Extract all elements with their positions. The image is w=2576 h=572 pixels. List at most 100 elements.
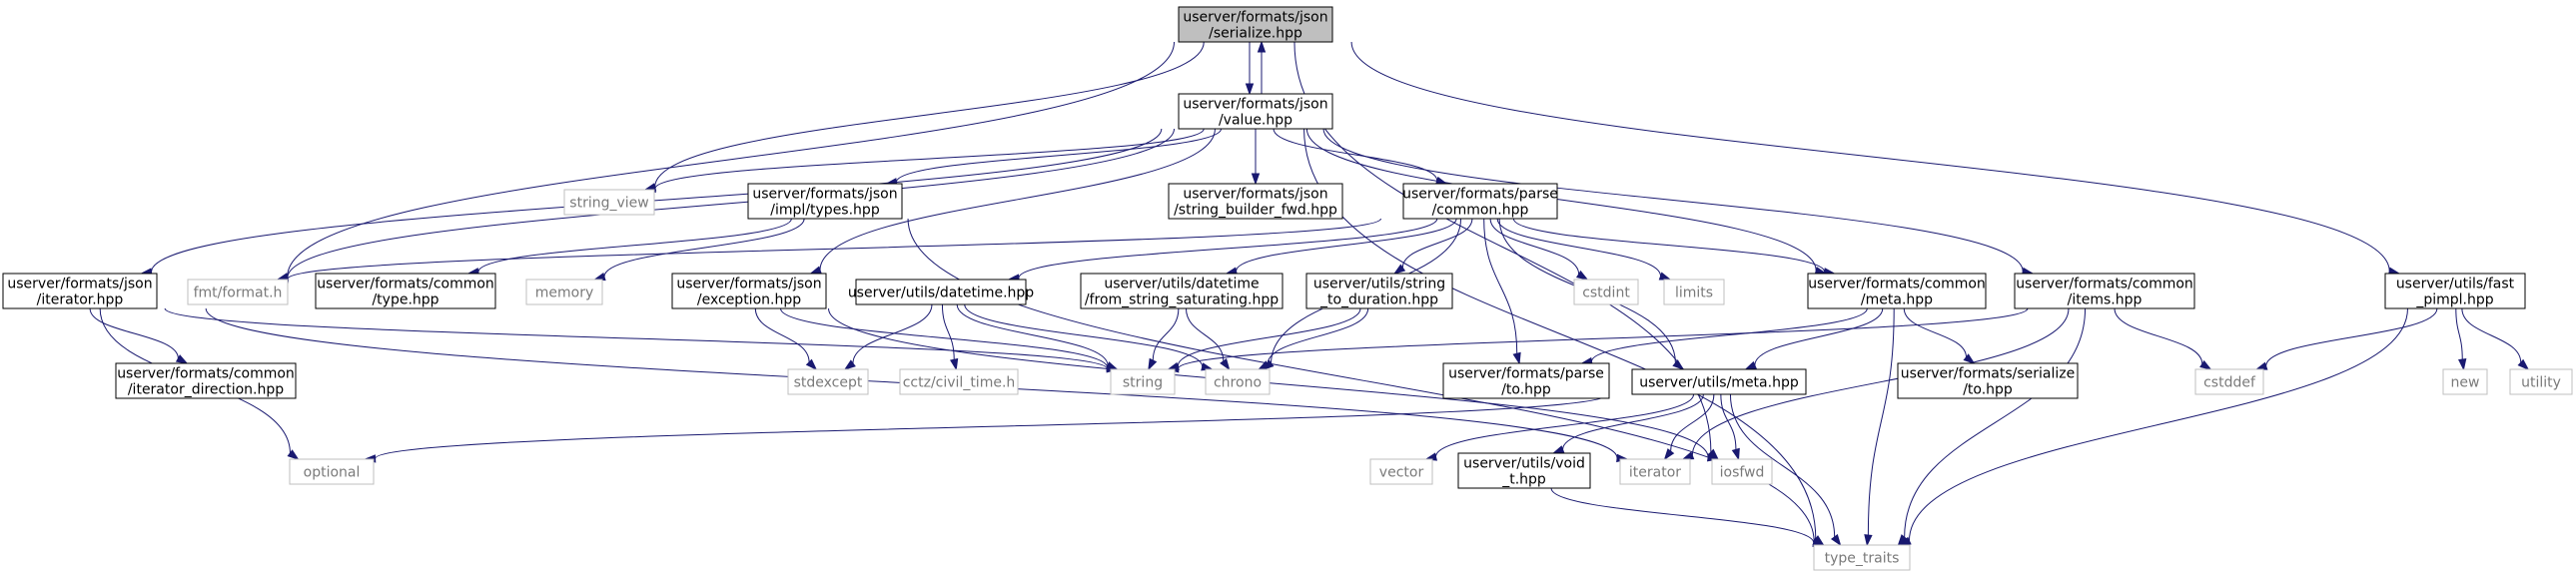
node-stdexcept: stdexcept [787, 368, 869, 395]
node-impl-types[interactable]: userver/formats/json/impl/types.hpp [747, 183, 903, 220]
node-box [1205, 368, 1271, 395]
node-box [2442, 368, 2488, 395]
edge-arrowhead-datetime-to-string [1106, 361, 1119, 370]
node-label: userver/formats/parse [1402, 187, 1558, 203]
node-label: /to.hpp [1963, 382, 2013, 398]
edge-serialize-to-string_view [654, 41, 1205, 188]
edge-arrowhead-utils_meta-to-iterator [1663, 448, 1675, 461]
node-box [563, 189, 655, 216]
edge-arrowhead-common_meta-to-serialize_to [1963, 353, 1976, 364]
edge-arrowhead-dt_fss-to-string [1148, 357, 1158, 371]
edge-arrowhead-fast_pimpl-to-utility [2517, 358, 2530, 371]
edge-utils_meta-to-type_traits [1729, 393, 1836, 537]
edge-arrowhead-fast_pimpl-to-new [2458, 358, 2467, 371]
edge-common_items-to-cstddef [2114, 307, 2203, 364]
node-box [1813, 544, 1911, 571]
node-label: /common.hpp [1432, 203, 1529, 219]
edge-arrowhead-parse_common-to-limits [1658, 272, 1672, 281]
node-serialize[interactable]: userver/formats/json/serialize.hpp [1178, 6, 1333, 43]
node-label: _t.hpp [1501, 472, 1546, 488]
node-label: stdexcept [794, 375, 863, 391]
node-box [1168, 183, 1343, 220]
edge-value-to-fmt [287, 128, 1175, 279]
edge-datetime-to-string [956, 303, 1109, 366]
node-label: userver/formats/json [7, 277, 152, 292]
node-value[interactable]: userver/formats/json/value.hpp [1178, 93, 1333, 130]
node-label: userver/formats/serialize [1901, 366, 2076, 382]
node-iter-dir[interactable]: userver/formats/common/iterator_directio… [115, 362, 297, 399]
node-label: _pimpl.hpp [2415, 292, 2493, 308]
node-parse-common[interactable]: userver/formats/parse/common.hpp [1402, 183, 1558, 220]
node-dt-fss[interactable]: userver/utils/datetime/from_string_satur… [1080, 273, 1284, 309]
node-common-items[interactable]: userver/formats/common/items.hpp [2014, 273, 2195, 309]
node-label: iosfwd [1720, 465, 1765, 481]
node-box [525, 279, 603, 305]
node-label: userver/formats/common [2016, 277, 2193, 292]
node-box [1178, 93, 1333, 130]
node-label: cstdint [1582, 286, 1630, 301]
node-box [2509, 368, 2573, 395]
edge-str_dur-to-string [1177, 307, 1361, 367]
node-str-dur[interactable]: userver/utils/string_to_duration.hpp [1305, 273, 1453, 309]
edge-arrowhead-value-to-serialize [1257, 40, 1267, 53]
edge-value-to-parse_common [1273, 128, 1438, 182]
node-label: /type.hpp [372, 292, 438, 308]
edge-value-to-common_items [1322, 128, 2024, 273]
node-box [1711, 458, 1773, 485]
node-label: fmt/format.h [194, 286, 283, 301]
edge-fast_pimpl-to-new [2455, 307, 2463, 360]
node-sb-fwd[interactable]: userver/formats/json/string_builder_fwd.… [1168, 183, 1343, 220]
node-datetime[interactable]: userver/utils/datetime.hpp [848, 279, 1034, 305]
node-box [115, 362, 297, 399]
node-box [671, 273, 827, 309]
node-cstddef: cstddef [2194, 368, 2264, 395]
edge-parse_common-to-str_dur [1401, 218, 1473, 269]
graph-nodes: userver/formats/json/serialize.hppuserve… [2, 6, 2573, 571]
node-iterator-hpp[interactable]: userver/formats/json/iterator.hpp [2, 273, 158, 309]
node-label: userver/utils/datetime.hpp [848, 286, 1034, 301]
node-cctz: cctz/civil_time.h [899, 368, 1019, 395]
edge-arrowhead-parse_common-to-parse_to [1512, 351, 1521, 365]
node-box [2, 273, 158, 309]
node-serialize-to[interactable]: userver/formats/serialize/to.hpp [1897, 362, 2079, 399]
node-parse-to[interactable]: userver/formats/parse/to.hpp [1442, 362, 1610, 399]
node-box [187, 279, 289, 305]
edge-impl_types-to-memory [603, 218, 805, 278]
edge-dt_fss-to-chrono [1185, 307, 1225, 361]
node-label: /impl/types.hpp [770, 203, 880, 219]
edge-common_meta-to-serialize_to [1903, 307, 1967, 357]
node-optional: optional [289, 458, 375, 485]
edge-arrowhead-utils_meta-to-type_traits [1830, 534, 1842, 547]
edge-serialize-to-fmt [287, 41, 1175, 278]
node-void-t[interactable]: userver/utils/void_t.hpp [1457, 452, 1591, 489]
edge-arrowhead-parse_common-to-cstdint [1575, 270, 1589, 281]
node-common-type[interactable]: userver/formats/common/type.hpp [315, 273, 496, 309]
node-box [1807, 273, 1987, 309]
node-label: userver/formats/common [1808, 277, 1986, 292]
node-label: chrono [1214, 375, 1262, 391]
node-label: userver/formats/json [1183, 10, 1327, 26]
node-label: vector [1379, 465, 1424, 481]
node-common-meta[interactable]: userver/formats/common/meta.hpp [1807, 273, 1987, 309]
node-label: userver/formats/common [117, 366, 295, 382]
node-label: userver/formats/parse [1448, 366, 1604, 382]
edge-arrowhead-utils_meta-to-void_t [1551, 445, 1565, 454]
edge-parse_common-to-common_meta [1512, 218, 1826, 273]
node-box [289, 458, 375, 485]
edge-arrowhead-fast_pimpl-to-cstddef [2254, 361, 2268, 370]
node-label: new [2451, 375, 2480, 391]
node-label: userver/formats/common [317, 277, 494, 292]
node-label: iterator [1629, 465, 1681, 481]
edge-dt_fss-to-string [1152, 307, 1180, 361]
node-memory: memory [525, 279, 603, 305]
node-fast-pimpl[interactable]: userver/utils/fast_pimpl.hpp [2384, 273, 2526, 309]
node-exception[interactable]: userver/formats/json/exception.hpp [671, 273, 827, 309]
node-label: utility [2521, 375, 2561, 391]
edge-arrowhead-exception-to-stdexcept [805, 358, 818, 371]
node-box [787, 368, 869, 395]
node-box [1573, 279, 1639, 305]
node-box [1178, 6, 1333, 43]
edge-utils_meta-to-vector [1435, 393, 1695, 457]
node-utils-meta[interactable]: userver/utils/meta.hpp [1631, 368, 1807, 395]
node-string: string [1110, 368, 1176, 395]
